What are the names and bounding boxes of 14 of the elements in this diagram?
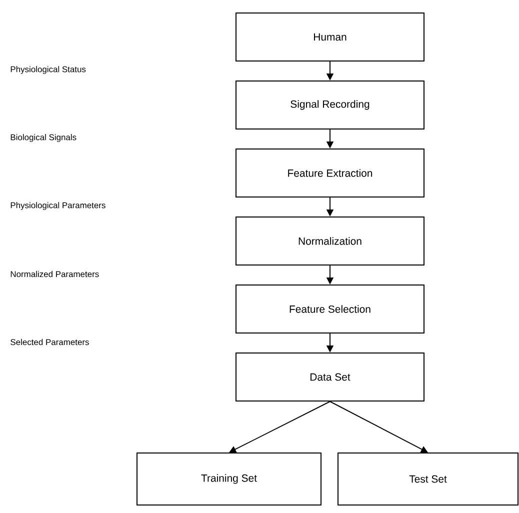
flow-label: Selected Parameters	[10, 338, 89, 346]
process-box: Test Set	[338, 452, 518, 506]
flow-label: Physiological Parameters	[10, 202, 106, 210]
process-box: Human	[236, 12, 424, 62]
flow-label: Normalized Parameters	[10, 270, 99, 278]
flow-label: Biological Signals	[10, 134, 76, 142]
process-box: Training Set	[136, 452, 322, 506]
process-box: Signal Recording	[236, 80, 424, 130]
process-box: Feature Selection	[236, 284, 424, 334]
arrow	[330, 401, 428, 452]
process-box: Data Set	[236, 352, 424, 402]
process-box: Feature Extraction	[236, 148, 424, 198]
flow-label: Physiological Status	[10, 66, 86, 74]
process-box: Normalization	[236, 216, 424, 266]
